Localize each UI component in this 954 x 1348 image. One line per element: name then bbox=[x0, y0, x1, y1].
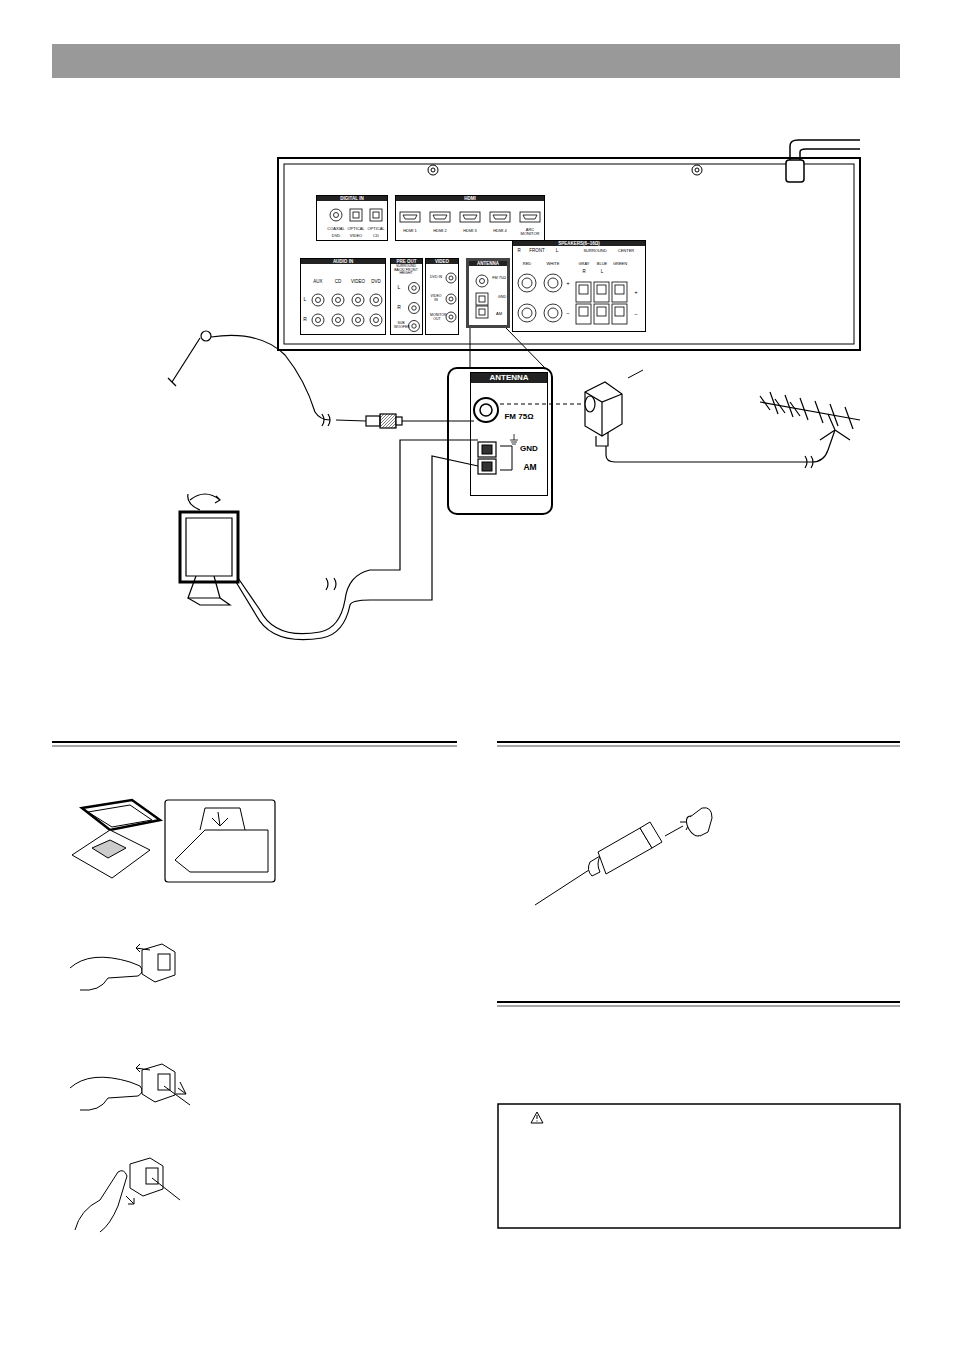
warning-box bbox=[498, 1104, 900, 1228]
terminal-label: SURROUND bbox=[583, 249, 606, 253]
terminal-label: FM 75Ω bbox=[504, 413, 533, 421]
terminal-label: HDMI 2 bbox=[433, 229, 447, 233]
terminal-label: L bbox=[556, 249, 559, 254]
terminal-label: GRAY bbox=[578, 262, 589, 266]
terminal-label: R bbox=[303, 317, 307, 322]
jacks bbox=[312, 209, 627, 332]
terminal-label: DVD IN bbox=[430, 276, 442, 280]
header-bar bbox=[52, 44, 900, 78]
terminal-label: VIDEO bbox=[350, 234, 362, 238]
terminal-label: AM bbox=[523, 463, 536, 472]
terminal-label: HDMI 4 bbox=[493, 229, 507, 233]
panel-heading: SPEAKERS(6~16Ω) bbox=[513, 241, 645, 246]
inset-terminals bbox=[474, 398, 518, 474]
terminal-label: L bbox=[304, 297, 307, 302]
panel-heading: PRE OUT bbox=[391, 259, 422, 264]
terminal-label: DVD bbox=[332, 234, 340, 238]
terminal-label: HDMI 1 bbox=[403, 229, 417, 233]
panel-heading: ANTENNA bbox=[471, 373, 547, 383]
terminal-steps bbox=[70, 944, 190, 1232]
terminal-label: SURROUND BACK/ FRONT HEIGHT bbox=[391, 265, 421, 276]
terminal-label: FM 75Ω bbox=[491, 276, 507, 280]
terminal-label: R bbox=[397, 305, 401, 310]
panel-heading: AUDIO IN bbox=[301, 259, 385, 264]
panel-heading: DIGITAL IN bbox=[317, 196, 387, 201]
terminal-label: SUB WOOFER bbox=[394, 322, 408, 329]
terminal-label: CD bbox=[373, 234, 379, 238]
terminal-label: FRONT bbox=[529, 249, 545, 254]
speakers-panel: SPEAKERS(6~16Ω) bbox=[512, 240, 646, 332]
terminal-label: COAXIAL bbox=[327, 227, 344, 231]
panel-heading: VIDEO bbox=[426, 259, 458, 264]
panel-heading: HDMI bbox=[396, 196, 544, 201]
terminal-label: AM bbox=[496, 312, 502, 316]
terminal-label: RED bbox=[523, 262, 531, 266]
terminal-label: R bbox=[582, 270, 585, 275]
terminal-label: R bbox=[517, 249, 520, 254]
terminal-label: + bbox=[634, 289, 638, 295]
terminal-label: + bbox=[566, 280, 570, 286]
terminal-label: VIDEO bbox=[351, 280, 365, 285]
fm-plug bbox=[535, 808, 712, 905]
terminal-label: − bbox=[566, 310, 570, 316]
terminal-label: ARC MONITOR bbox=[519, 228, 541, 236]
terminal-label: HDMI 3 bbox=[463, 229, 477, 233]
terminal-label: MONITOR OUT bbox=[430, 314, 444, 321]
terminal-label: VIDEO IN bbox=[430, 295, 442, 302]
terminal-label: WHITE bbox=[547, 262, 560, 266]
loop-assembly bbox=[72, 800, 275, 882]
antenna-panel: ANTENNA bbox=[466, 258, 510, 328]
terminal-label: − bbox=[634, 311, 638, 317]
antenna-inset: ANTENNA bbox=[470, 372, 548, 496]
section-rules bbox=[52, 742, 900, 1006]
fm-outdoor-antenna bbox=[500, 370, 860, 468]
terminal-label: GREEN bbox=[613, 262, 627, 266]
terminal-label: GND bbox=[498, 295, 506, 299]
terminal-label: BLUE bbox=[597, 262, 607, 266]
video-panel: VIDEO bbox=[425, 258, 459, 335]
terminal-label: GND bbox=[520, 445, 538, 453]
panel-heading: ANTENNA bbox=[469, 261, 507, 266]
terminal-label: L bbox=[398, 285, 401, 290]
terminal-label: AUX bbox=[313, 280, 322, 285]
terminal-label: DVD bbox=[371, 280, 381, 285]
receiver-panel bbox=[278, 140, 860, 350]
terminal-label: L bbox=[601, 270, 604, 275]
terminal-label: CD bbox=[335, 280, 342, 285]
terminal-label: OPTICAL bbox=[347, 227, 364, 231]
terminal-label: CENTER bbox=[618, 249, 634, 253]
terminal-label: OPTICAL bbox=[367, 227, 384, 231]
am-loop-antenna bbox=[180, 440, 478, 640]
fm-indoor-antenna bbox=[168, 331, 474, 428]
audio-in-panel: AUDIO IN bbox=[300, 258, 386, 335]
